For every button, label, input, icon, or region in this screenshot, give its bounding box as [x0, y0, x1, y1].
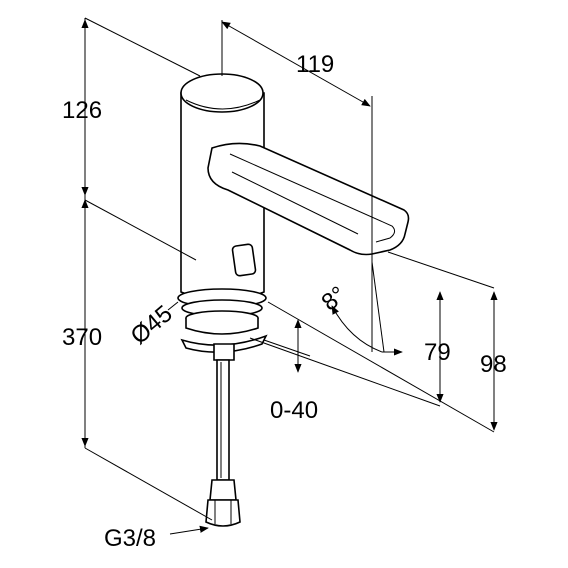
supply-hose	[205, 359, 241, 527]
dim-119-label: 119	[296, 51, 334, 78]
dim-79-label: 79	[424, 339, 451, 366]
dim-98-label: 98	[480, 351, 507, 378]
dim-thread-label: G3/8	[104, 525, 156, 552]
sensor-window	[231, 243, 257, 277]
base-assembly	[177, 288, 268, 361]
dim-370-label: 370	[62, 324, 102, 351]
dim-126-label: 126	[62, 97, 102, 124]
dim-angle-label: 8°	[317, 281, 352, 316]
spout	[207, 142, 410, 256]
dim-deck-label: 0-40	[270, 397, 318, 424]
dim-diameter-label: Ø45	[126, 300, 178, 350]
dimension-lines	[81, 17, 498, 535]
